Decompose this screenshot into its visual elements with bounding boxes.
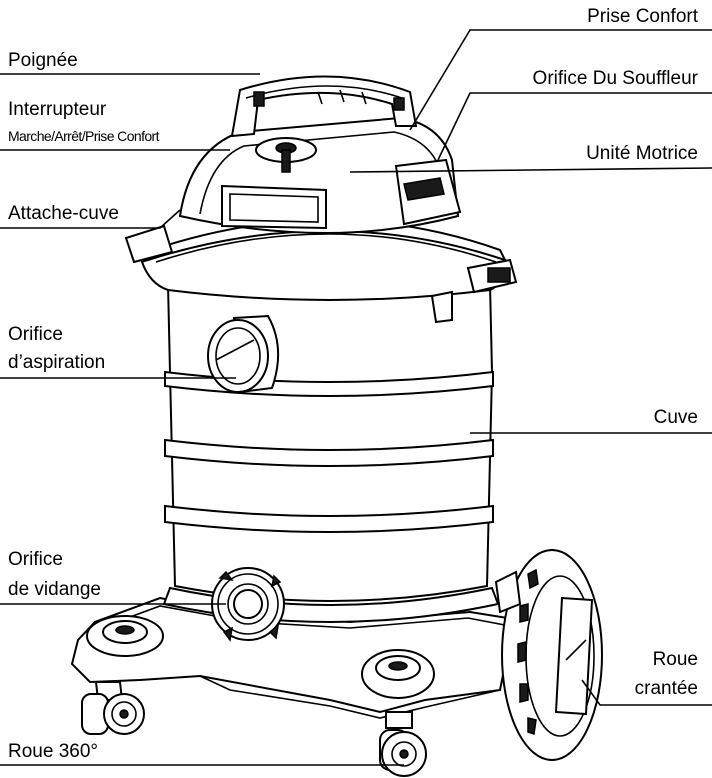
label-prise-confort: Prise Confort <box>587 6 698 27</box>
leader-prise-confort <box>409 29 712 131</box>
label-roue-crantee-line2: crantée <box>634 678 698 699</box>
drain-port <box>211 567 285 642</box>
cleated-wheel <box>494 549 603 761</box>
handle <box>230 75 418 138</box>
label-cuve: Cuve <box>653 407 698 428</box>
label-orifice-vidange-line1: Orifice <box>8 549 63 570</box>
swivel-caster-front <box>379 711 427 777</box>
leader-attache-cuve <box>0 209 181 229</box>
leader-roue-crantee <box>581 679 712 706</box>
label-attache-cuve: Attache-cuve <box>8 203 119 224</box>
label-interrupteur-sub: Marche/Arrêt/Prise Confort <box>8 128 160 144</box>
label-interrupteur: Interrupteur <box>8 99 107 120</box>
leader-unite-motrice <box>349 167 712 173</box>
leader-orifice-souffleur <box>437 92 712 161</box>
suction-port <box>207 314 280 394</box>
label-poignee: Poignée <box>8 50 78 71</box>
swivel-caster-left <box>81 681 145 735</box>
leader-lines <box>0 29 712 766</box>
caster-base <box>70 596 522 719</box>
label-roue-360: Roue 360° <box>8 741 98 762</box>
label-orifice-aspiration-line1: Orifice <box>8 324 63 345</box>
power-head <box>178 116 462 234</box>
label-orifice-souffleur: Orifice Du Souffleur <box>532 68 698 89</box>
label-unite-motrice: Unité Motrice <box>586 143 698 164</box>
label-orifice-vidange-line2: de vidange <box>8 579 101 600</box>
lid <box>124 219 518 324</box>
label-orifice-aspiration-line2: d’aspiration <box>8 352 106 373</box>
label-roue-crantee-line1: Roue <box>652 649 698 670</box>
